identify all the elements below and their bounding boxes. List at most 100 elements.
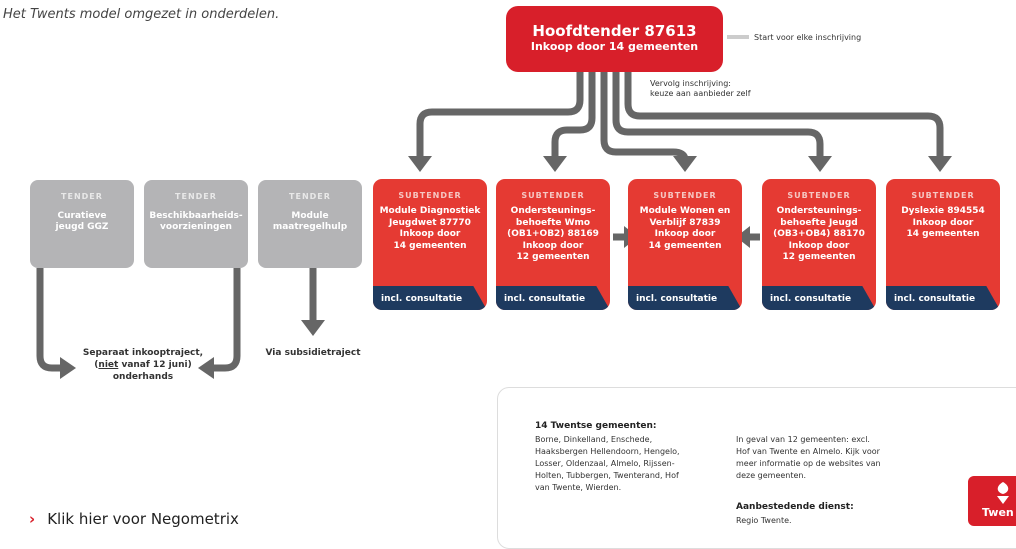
- tender-name: Module maatregelhulp: [258, 211, 362, 233]
- subtender-line: Jeugdwet 87770: [389, 217, 471, 228]
- consultatie-band: incl. consultatie: [762, 286, 876, 310]
- subtender-line: behoefte Jeugd: [780, 217, 858, 228]
- tender-name: Beschikbaarheids- voorzieningen: [144, 211, 248, 233]
- dienst-title: Aanbestedende dienst:: [736, 502, 854, 512]
- subtender-line: Inkoop door: [654, 229, 716, 239]
- consultatie-label: incl. consultatie: [770, 294, 852, 304]
- arrowhead-wmo: [543, 156, 567, 172]
- start-dash: [727, 35, 749, 39]
- separaat-line2: (niet vanaf 12 juni): [78, 359, 208, 371]
- tender-kind: TENDER: [289, 192, 331, 201]
- tender-name: Curatieve jeugd GGZ: [30, 211, 134, 233]
- arrowhead-jeugd-wonen: [736, 226, 750, 248]
- gemeenten-line: Holten, Tubbergen, Twenterand, Hof: [535, 471, 679, 480]
- negometrix-link[interactable]: › Klik hier voor Negometrix: [29, 510, 239, 528]
- subtender-line: 14 gemeenten: [393, 240, 467, 251]
- subtender-line: Ondersteunings-: [510, 206, 596, 216]
- subsidie-label: Via subsidietraject: [265, 348, 361, 358]
- dienst-value: Regio Twente.: [736, 516, 792, 525]
- subtender-name: Module Diagnostiek Jeugdwet 87770 Inkoop…: [373, 206, 487, 252]
- vervolg-note-line2: keuze aan aanbieder zelf: [650, 89, 751, 98]
- tender-line: Curatieve: [57, 211, 107, 221]
- arrowhead-ggz: [60, 357, 76, 379]
- subtender-kind: SUBTENDER: [787, 191, 851, 200]
- info-card: 14 Twentse gemeenten: Borne, Dinkelland,…: [497, 387, 1016, 549]
- subtender-line: Ondersteunings-: [776, 206, 862, 216]
- vervolg-note-line1: Vervolg inschrijving:: [650, 79, 731, 88]
- arrow-to-jeugd: [612, 72, 824, 158]
- arrow-to-diagnostiek: [416, 72, 584, 158]
- arrowhead-jeugd: [808, 156, 832, 172]
- consultatie-label: incl. consultatie: [381, 294, 463, 304]
- subtender-line: behoefte Wmo: [515, 217, 591, 228]
- twaalf-gemeenten-note: In geval van 12 gemeenten: excl. Hof van…: [736, 434, 881, 482]
- separaat-pre: (: [94, 360, 99, 370]
- subtender-line: Inkoop door: [399, 229, 461, 239]
- subtender-line: Inkoop door: [788, 240, 850, 251]
- subtender-kind: SUBTENDER: [398, 191, 462, 200]
- chevron-right-icon: ›: [29, 510, 36, 528]
- subtender-name: Ondersteunings- behoefte Wmo (OB1+OB2) 8…: [496, 206, 610, 264]
- subtender-line: 12 gemeenten: [516, 252, 590, 262]
- intro-text: Het Twents model omgezet in onderdelen.: [3, 7, 280, 22]
- subtender-wmo: SUBTENDER Ondersteunings- behoefte Wmo (…: [496, 179, 610, 310]
- arrow-to-dyslexie: [624, 72, 944, 158]
- subtender-diagnostiek: SUBTENDER Module Diagnostiek Jeugdwet 87…: [373, 179, 487, 310]
- gemeenten-line: Borne, Dinkelland, Enschede,: [535, 435, 653, 444]
- subtender-jeugd: SUBTENDER Ondersteunings- behoefte Jeugd…: [762, 179, 876, 310]
- note-line: meer informatie op de websites van: [736, 459, 881, 468]
- consultatie-band: incl. consultatie: [373, 286, 487, 310]
- subtender-name: Ondersteunings- behoefte Jeugd (OB3+OB4)…: [762, 206, 876, 264]
- tender-curatieve-jeugd-ggz: TENDER Curatieve jeugd GGZ: [30, 180, 134, 268]
- vervolg-note: Vervolg inschrijving: keuze aan aanbiede…: [650, 79, 751, 99]
- subtender-name: Dyslexie 894554 Inkoop door 14 gemeenten: [886, 206, 1000, 241]
- gemeenten-line: Losser, Oldenzaal, Almelo, Rijssen-: [535, 459, 675, 468]
- note-line: deze gemeenten.: [736, 471, 807, 480]
- subtender-line: Module Wonen en: [639, 206, 731, 216]
- arrowhead-beschikbaar: [198, 357, 214, 379]
- subtender-line: Module Diagnostiek: [379, 206, 481, 216]
- tender-kind: TENDER: [175, 192, 217, 201]
- tender-beschikbaarheidsvoorzieningen: TENDER Beschikbaarheids- voorzieningen: [144, 180, 248, 268]
- subtender-line: 14 gemeenten: [648, 240, 722, 251]
- start-note: Start voor elke inschrijving: [754, 33, 862, 42]
- subtender-line: Dyslexie 894554: [901, 206, 985, 216]
- tender-line: maatregelhulp: [272, 222, 348, 232]
- separaat-line1: Separaat inkooptraject,: [82, 348, 204, 358]
- subtender-line: Inkoop door: [522, 240, 584, 251]
- subtender-wonen-verblijf: SUBTENDER Module Wonen en Verblijf 87839…: [628, 179, 742, 310]
- tender-module-maatregelhulp: TENDER Module maatregelhulp: [258, 180, 362, 268]
- arrowhead-wonen: [673, 156, 697, 172]
- separaat-label: Separaat inkooptraject, (niet vanaf 12 j…: [78, 347, 208, 383]
- tender-line: Beschikbaarheids-: [149, 211, 243, 221]
- arrowhead-diagnostiek: [408, 156, 432, 172]
- subtender-kind: SUBTENDER: [521, 191, 585, 200]
- subtender-line: (OB3+OB4) 88170: [773, 229, 865, 239]
- consultatie-label: incl. consultatie: [636, 294, 718, 304]
- twente-logo: Twen: [968, 476, 1016, 526]
- gemeenten-line: van Twente, Wierden.: [535, 483, 622, 492]
- arrow-ggz-to-separaat: [36, 268, 62, 372]
- logo-emblem-icon: [997, 482, 1009, 504]
- separaat-niet: niet: [98, 360, 119, 370]
- subtender-kind: SUBTENDER: [653, 191, 717, 200]
- consultatie-band: incl. consultatie: [496, 286, 610, 310]
- subtender-kind: SUBTENDER: [911, 191, 975, 200]
- subtender-dyslexie: SUBTENDER Dyslexie 894554 Inkoop door 14…: [886, 179, 1000, 310]
- tender-line: jeugd GGZ: [55, 222, 109, 232]
- logo-text: Twen: [982, 506, 1014, 519]
- tender-line: voorzieningen: [160, 222, 232, 232]
- hoofdtender-box: Hoofdtender 87613 Inkoop door 14 gemeent…: [506, 6, 723, 72]
- subtender-line: 14 gemeenten: [906, 229, 980, 239]
- note-line: Hof van Twente en Almelo. Kijk voor: [736, 447, 880, 456]
- arrow-to-wmo: [551, 72, 596, 158]
- negometrix-link-label[interactable]: Klik hier voor Negometrix: [47, 510, 239, 528]
- hoofdtender-subtitle: Inkoop door 14 gemeenten: [530, 40, 699, 53]
- subtender-name: Module Wonen en Verblijf 87839 Inkoop do…: [628, 206, 742, 252]
- gemeenten-title: 14 Twentse gemeenten:: [535, 421, 657, 431]
- arrowhead-maatregel: [301, 320, 325, 336]
- tender-kind: TENDER: [61, 192, 103, 201]
- gemeenten-line: Haaksbergen Hellendoorn, Hengelo,: [535, 447, 680, 456]
- arrow-beschikbaar-to-separaat: [212, 268, 241, 372]
